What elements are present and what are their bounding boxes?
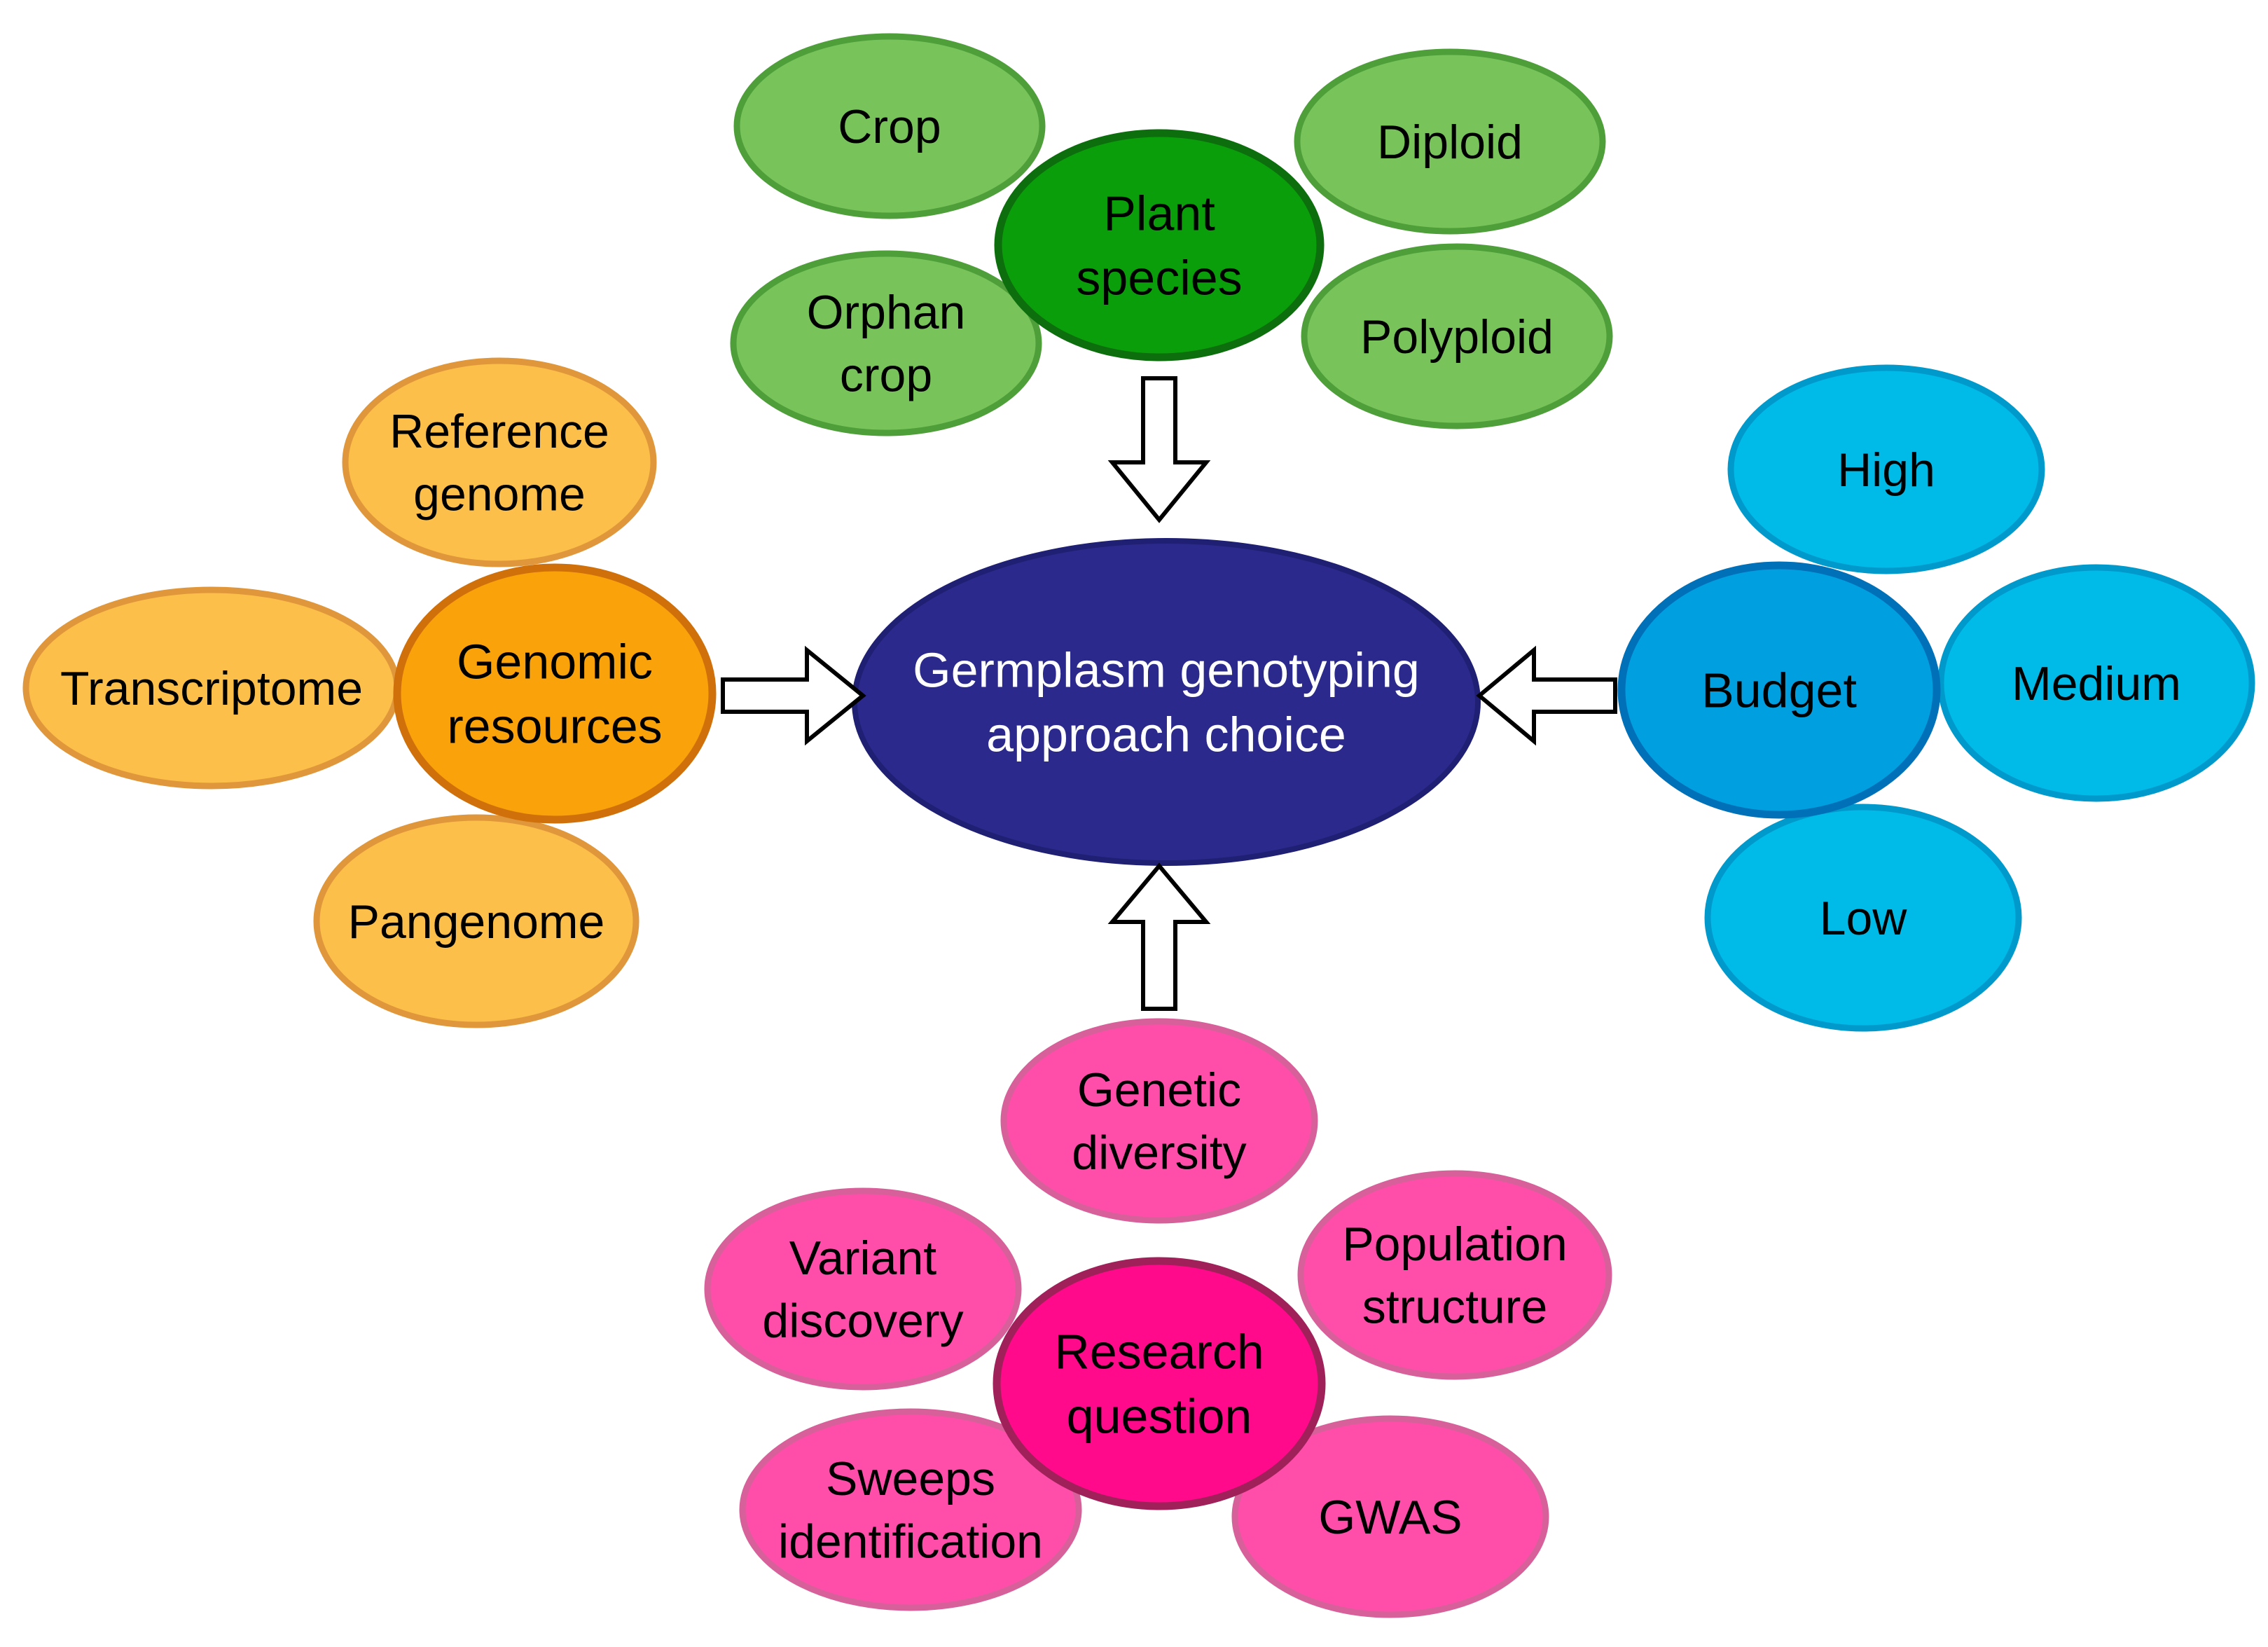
diploid-label: Diploid: [1377, 116, 1523, 169]
label-line: Budget: [1701, 663, 1857, 718]
label-line: Low: [1820, 892, 1908, 945]
label-line: structure: [1362, 1281, 1548, 1334]
label-line: Germplasm genotyping: [913, 642, 1420, 697]
label-line: Research: [1054, 1324, 1264, 1379]
genomic-resources-label: Genomic resources: [447, 634, 662, 753]
medium-node: Medium: [1937, 564, 2255, 802]
plant-species-hub: Plant species: [994, 129, 1325, 361]
hollow-arrow-left-icon: [1476, 645, 1617, 746]
label-line: resources: [447, 699, 662, 754]
label-line: GWAS: [1318, 1491, 1462, 1544]
pangenome-label: Pangenome: [348, 895, 605, 949]
label-line: Transcriptome: [60, 662, 363, 715]
low-label: Low: [1820, 892, 1908, 945]
variant-discovery-node: Variant discovery: [704, 1187, 1022, 1391]
label-line: Plant: [1103, 186, 1215, 240]
plant-species-group: Crop Diploid Orphan crop Polyploid Plant s…: [730, 33, 1613, 436]
label-line: diversity: [1072, 1126, 1246, 1180]
label-line: Polyploid: [1360, 310, 1554, 364]
research-question-group: Genetic diversity Variant discovery Popula…: [704, 1018, 1612, 1618]
crop-label: Crop: [838, 100, 941, 153]
hollow-arrow-up-icon: [1107, 862, 1211, 1011]
gwas-node: GWAS: [1231, 1415, 1549, 1618]
genetic-diversity-label: Genetic diversity: [1072, 1063, 1246, 1180]
budget-hub: Budget: [1617, 561, 1941, 819]
gwas-label: GWAS: [1318, 1491, 1462, 1544]
reference-genome-label: Reference genome: [389, 405, 609, 521]
budget-group: High Medium Low Budget: [1617, 364, 2255, 1032]
label-line: Variant: [789, 1232, 937, 1285]
label-line: Reference: [389, 405, 609, 458]
diploid-node: Diploid: [1294, 48, 1606, 235]
label-line: Medium: [2012, 657, 2181, 710]
polyploid-label: Polyploid: [1360, 310, 1554, 364]
hollow-arrow-down-icon: [1107, 376, 1211, 523]
label-line: question: [1067, 1389, 1252, 1444]
orphan-crop-node: Orphan crop: [730, 250, 1042, 436]
polyploid-node: Polyploid: [1301, 243, 1613, 429]
label-line: Crop: [838, 100, 941, 153]
reference-genome-node: Reference genome: [342, 357, 657, 567]
plant-species-label: Plant species: [1076, 186, 1242, 305]
genetic-diversity-node: Genetic diversity: [1000, 1018, 1318, 1224]
crop-node: Crop: [733, 33, 1046, 219]
research-question-label: Research question: [1054, 1324, 1264, 1443]
low-node: Low: [1704, 804, 2022, 1032]
population-structure-node: Population structure: [1297, 1170, 1612, 1380]
label-line: approach choice: [986, 708, 1346, 762]
sweeps-identification-node: Sweeps identification: [739, 1408, 1082, 1611]
label-line: crop: [840, 349, 932, 402]
high-node: High: [1727, 364, 2045, 574]
label-line: Pangenome: [348, 895, 605, 949]
research-question-hub: Research question: [993, 1257, 1326, 1510]
label-line: Diploid: [1377, 116, 1523, 169]
center-node: Germplasm genotyping approach choice: [852, 538, 1481, 866]
medium-label: Medium: [2012, 657, 2181, 710]
high-label: High: [1837, 443, 1935, 497]
label-line: identification: [778, 1515, 1043, 1569]
label-line: Genomic: [457, 634, 653, 689]
transcriptome-node: Transcriptome: [22, 586, 401, 790]
label-line: Orphan: [807, 286, 966, 339]
orphan-crop-label: Orphan crop: [807, 286, 966, 402]
transcriptome-label: Transcriptome: [60, 662, 363, 715]
variant-discovery-label: Variant discovery: [762, 1232, 963, 1348]
population-structure-label: Population structure: [1342, 1218, 1567, 1334]
hollow-arrow-right-icon: [721, 645, 866, 746]
label-line: Population: [1342, 1218, 1567, 1271]
label-line: species: [1076, 251, 1242, 305]
label-line: High: [1837, 443, 1935, 497]
label-line: Genetic: [1077, 1063, 1241, 1117]
label-line: Sweeps: [826, 1452, 995, 1505]
label-line: genome: [413, 468, 586, 521]
sweeps-identification-label: Sweeps identification: [778, 1452, 1043, 1569]
label-line: discovery: [762, 1295, 963, 1348]
budget-label: Budget: [1701, 663, 1857, 718]
center-label: Germplasm genotyping approach choice: [913, 642, 1420, 762]
pangenome-node: Pangenome: [313, 814, 639, 1028]
genomic-resources-hub: Genomic resources: [393, 563, 717, 824]
